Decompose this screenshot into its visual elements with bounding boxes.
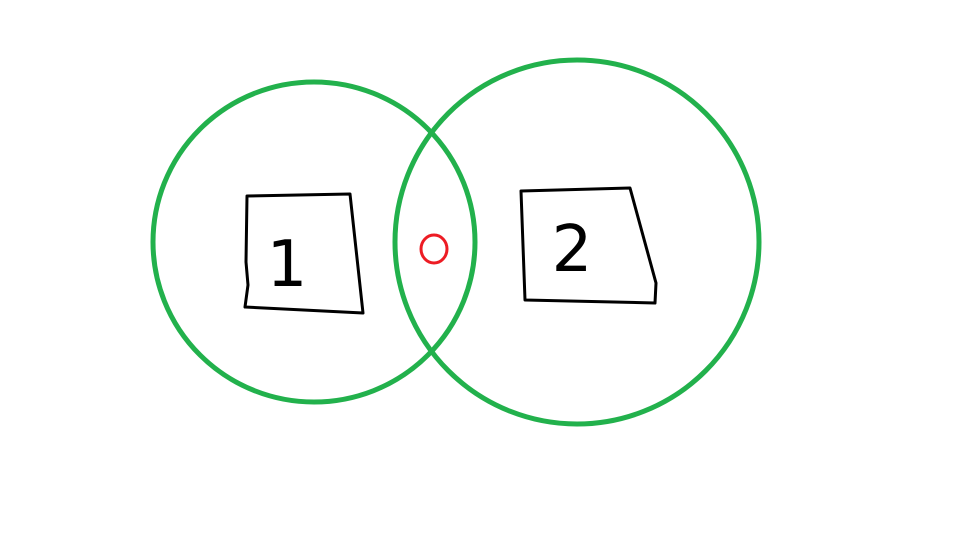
box-1 — [243, 192, 365, 315]
label-1: 1 — [267, 228, 308, 302]
red-marker-circle — [419, 233, 449, 265]
circle-right — [392, 57, 762, 427]
label-2: 2 — [552, 213, 593, 287]
circle-left — [150, 79, 478, 405]
box-2 — [519, 186, 658, 305]
